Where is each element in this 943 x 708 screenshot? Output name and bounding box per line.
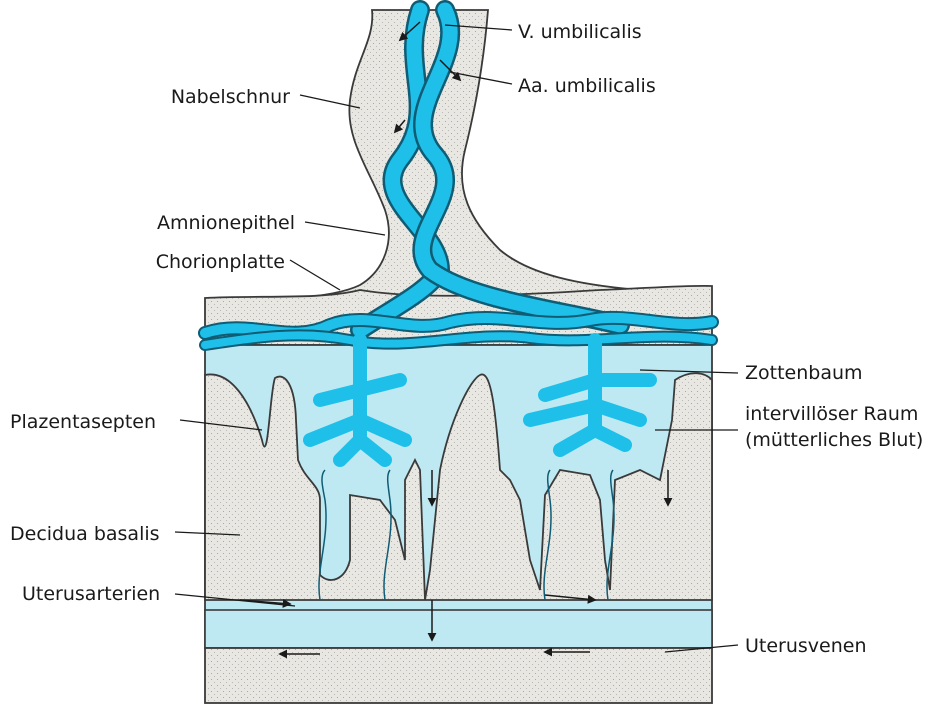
label-uterusvenen: Uterusvenen <box>745 635 867 657</box>
label-uterusarterien: Uterusarterien <box>22 583 160 605</box>
label-chorionplatte: Chorionplatte <box>156 251 285 273</box>
label-decidua-basalis: Decidua basalis <box>10 523 160 545</box>
label-muetterliches-blut: (mütterliches Blut) <box>745 429 923 451</box>
label-amnionepithel: Amnionepithel <box>157 212 295 234</box>
label-plazentasepten: Plazentasepten <box>10 411 156 433</box>
myometrium <box>205 648 712 703</box>
label-nabelschnur: Nabelschnur <box>171 86 290 108</box>
basal-vessel-band <box>205 610 712 648</box>
label-intervilloeser-raum: intervillöser Raum <box>745 403 918 425</box>
label-aa-umbilicalis: Aa. umbilicalis <box>518 75 656 97</box>
label-zottenbaum: Zottenbaum <box>745 362 863 384</box>
label-v-umbilicalis: V. umbilicalis <box>518 21 642 43</box>
